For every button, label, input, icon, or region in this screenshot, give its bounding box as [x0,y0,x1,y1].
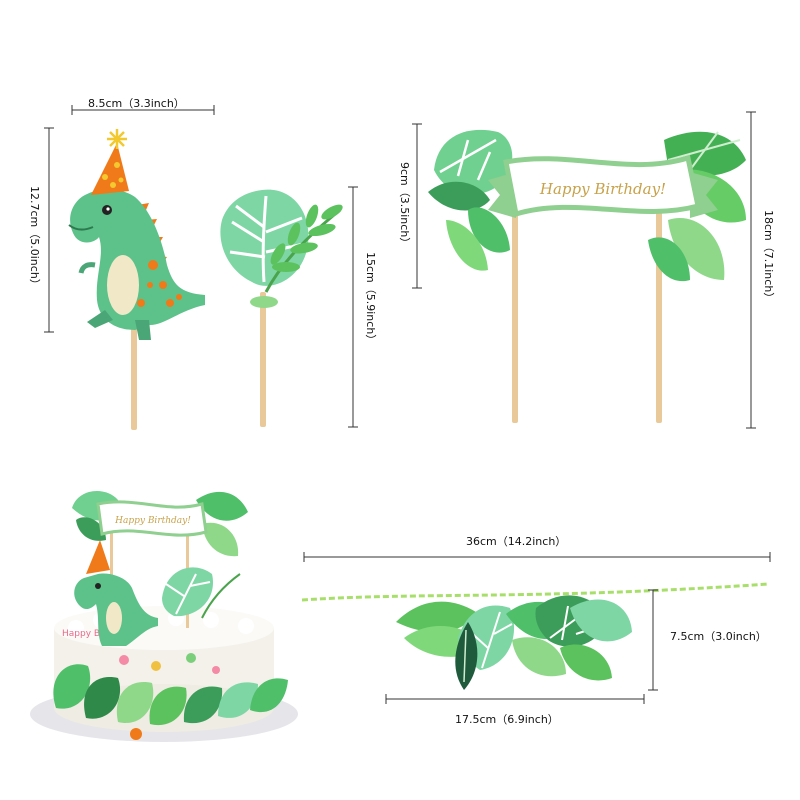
banner-text: Happy Birthday! [539,180,666,198]
garland-width-label: 17.5cm（6.9inch） [455,713,559,726]
banner-total-height-line [746,111,756,429]
garland-width-line [385,694,645,704]
garland-length-line [303,552,771,562]
dino-height-line [44,127,54,333]
dino-height-label: 12.7cm（5.0inch） [28,186,41,290]
leaf-height-label: 15cm（5.9inch） [364,252,377,346]
garland-image [301,582,769,690]
banner-height-line [412,123,422,289]
banner-height-label: 9cm（3.5inch） [398,162,411,249]
cake-banner-text: Happy Birthday! [114,516,191,526]
garland-height-label: 7.5cm（3.0inch） [670,630,767,643]
leaf-height-line [348,186,358,428]
garland-height-line [648,589,658,691]
banner-topper-image: Happy Birthday! [428,129,746,423]
dino-width-line [71,105,215,115]
leaf-topper-image [220,189,343,427]
dino-topper-image [68,129,205,430]
garland-length-label: 36cm（14.2inch） [466,535,567,548]
dino-width-label: 8.5cm（3.3inch） [88,97,185,110]
decorated-cake-image: Happy Birthday Happy Birthday! [30,490,298,742]
cake-side-text: Happy Birthday [62,629,133,639]
banner-total-height-label: 18cm（7.1inch） [762,210,775,304]
